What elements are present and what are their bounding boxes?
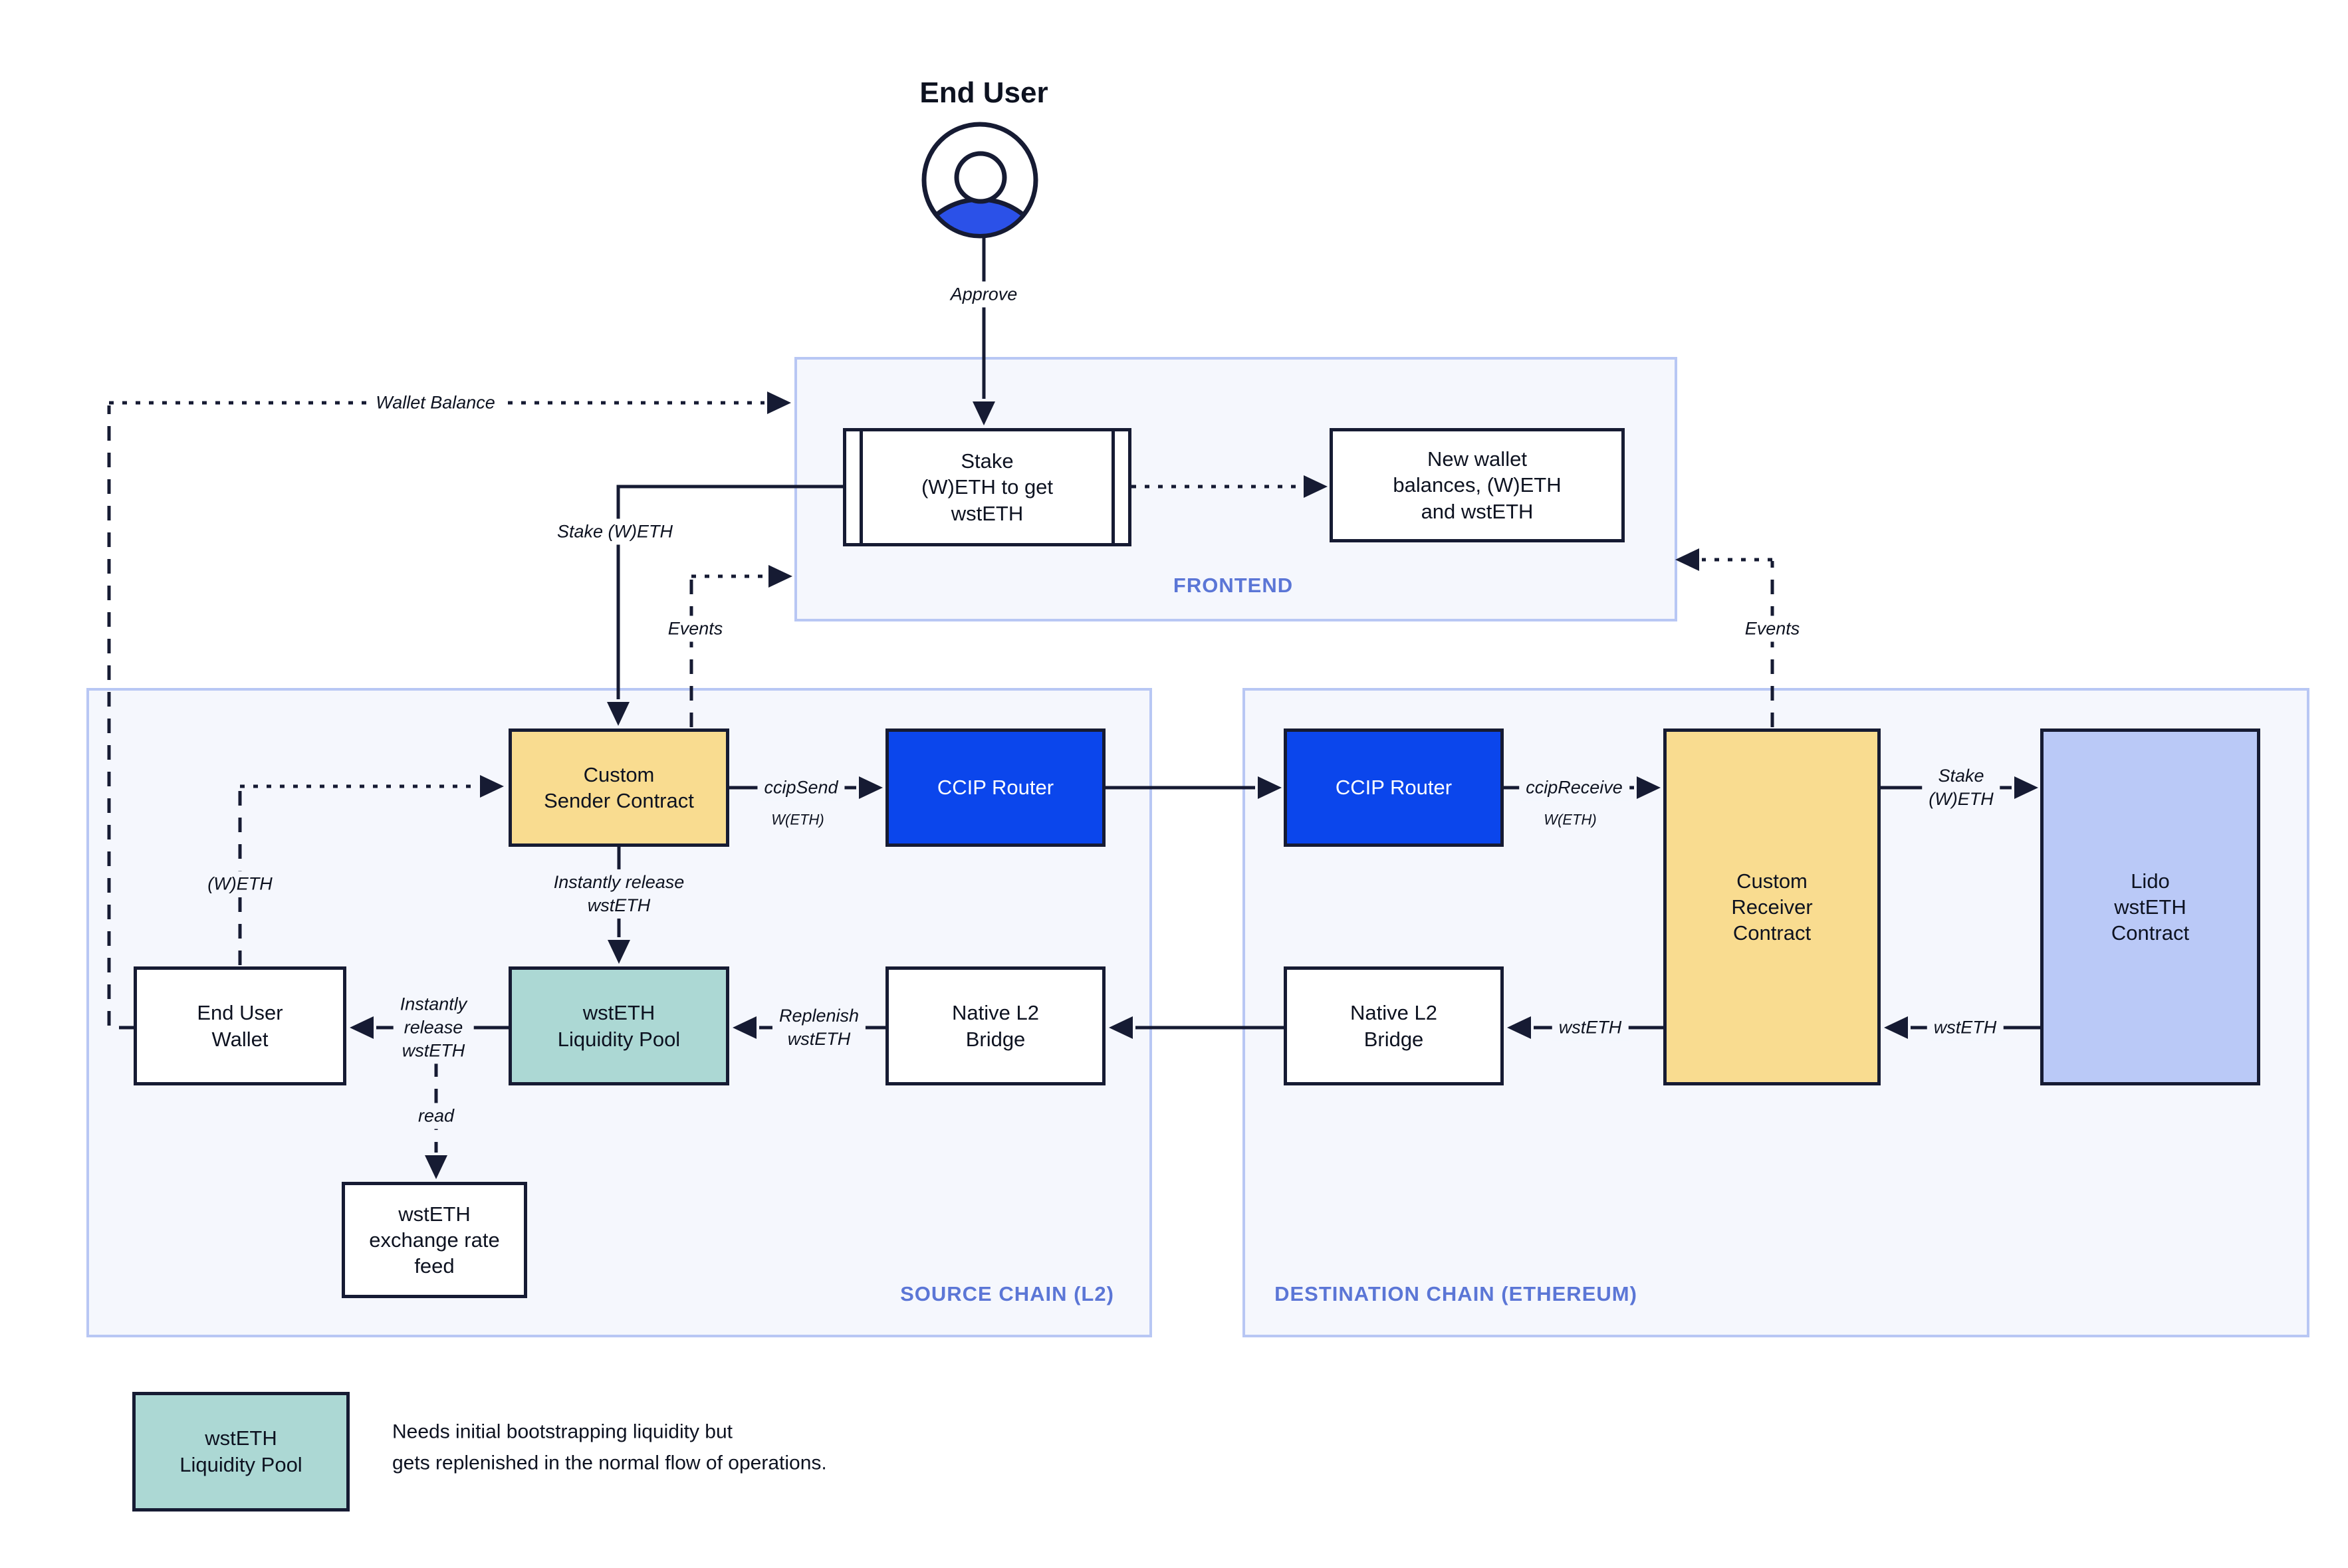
label-ccipsend-asset: W(ETH) bbox=[764, 809, 831, 832]
label-instantly-release-vertical: Instantly release wstETH bbox=[546, 869, 691, 919]
arrowhead-events-left bbox=[768, 565, 792, 588]
label-replenish-wsteth: Replenish wstETH bbox=[772, 1002, 866, 1053]
arrowhead-weth bbox=[480, 775, 504, 798]
node-wsteth-liquidity-pool: wstETH Liquidity Pool bbox=[509, 966, 729, 1085]
label-stake-weth-right: Stake (W)ETH bbox=[1922, 762, 2000, 813]
node-custom-sender-contract: Custom Sender Contract bbox=[509, 728, 729, 847]
arrowhead-instant-release-v bbox=[608, 940, 630, 964]
arrowhead-read bbox=[425, 1155, 447, 1179]
arrowhead-events-right bbox=[1675, 548, 1699, 571]
frontend-label: FRONTEND bbox=[1173, 574, 1294, 597]
arrowhead-router-router bbox=[1258, 776, 1282, 799]
arrowhead-stake-weth bbox=[607, 702, 630, 726]
node-ccip-router-dest: CCIP Router bbox=[1284, 728, 1504, 847]
label-wsteth-from-lido: wstETH bbox=[1927, 1014, 2004, 1041]
node-ccip-router-source: CCIP Router bbox=[885, 728, 1106, 847]
arrowhead-newwallet bbox=[1304, 475, 1328, 498]
arrowhead-ccipsend bbox=[859, 776, 883, 799]
label-events-left: Events bbox=[661, 616, 730, 642]
legend-wsteth-liquidity-pool: wstETH Liquidity Pool bbox=[132, 1392, 350, 1512]
node-lido-wsteth-contract: Lido wstETH Contract bbox=[2040, 728, 2260, 1085]
arrowhead-wsteth-bridge bbox=[1507, 1016, 1531, 1039]
edge-stake-weth bbox=[616, 485, 843, 699]
arrowhead-wallet-balance bbox=[767, 392, 791, 414]
label-events-right: Events bbox=[1738, 616, 1807, 642]
node-end-user-wallet: End User Wallet bbox=[134, 966, 346, 1085]
node-new-wallet-balances: New wallet balances, (W)ETH and wstETH bbox=[1330, 428, 1625, 542]
node-stake-widget: Stake (W)ETH to get wstETH bbox=[843, 428, 1131, 546]
end-user-title: End User bbox=[919, 76, 1048, 109]
edge-wallet-balance-v bbox=[107, 405, 134, 1030]
label-weth: (W)ETH bbox=[201, 871, 279, 897]
node-custom-receiver-contract: Custom Receiver Contract bbox=[1663, 728, 1881, 1085]
label-ccipreceive-asset: W(ETH) bbox=[1537, 809, 1603, 832]
arrowhead-replenish bbox=[733, 1016, 757, 1039]
label-instantly-release-horizontal: Instantly release wstETH bbox=[393, 991, 474, 1064]
label-wallet-balance: Wallet Balance bbox=[369, 390, 502, 416]
label-read: read bbox=[411, 1103, 461, 1129]
label-ccipreceive: ccipReceive bbox=[1519, 774, 1629, 801]
label-stake-weth-left: Stake (W)ETH bbox=[550, 518, 680, 545]
arrowhead-instant-release-h bbox=[350, 1016, 374, 1039]
node-native-l2-bridge-dest: Native L2 Bridge bbox=[1284, 966, 1504, 1085]
arrowhead-stake-right bbox=[2014, 776, 2038, 799]
node-wsteth-exchange-rate-feed: wstETH exchange rate feed bbox=[342, 1182, 527, 1298]
source-chain-label: SOURCE CHAIN (L2) bbox=[900, 1282, 1114, 1305]
label-wsteth-to-bridge: wstETH bbox=[1552, 1014, 1629, 1041]
arrowhead-wsteth-lido bbox=[1884, 1016, 1908, 1039]
arrowhead-approve bbox=[973, 401, 995, 425]
label-approve: Approve bbox=[943, 281, 1024, 308]
label-ccipsend: ccipSend bbox=[757, 774, 845, 801]
destination-chain-label: DESTINATION CHAIN (ETHEREUM) bbox=[1274, 1282, 1637, 1305]
arrowhead-ccipreceive bbox=[1637, 776, 1661, 799]
node-native-l2-bridge-source: Native L2 Bridge bbox=[885, 966, 1106, 1085]
end-user-icon bbox=[921, 122, 1038, 239]
arrowhead-bridge-bridge bbox=[1109, 1016, 1133, 1039]
legend-note: Needs initial bootstrapping liquidity bu… bbox=[392, 1420, 827, 1474]
